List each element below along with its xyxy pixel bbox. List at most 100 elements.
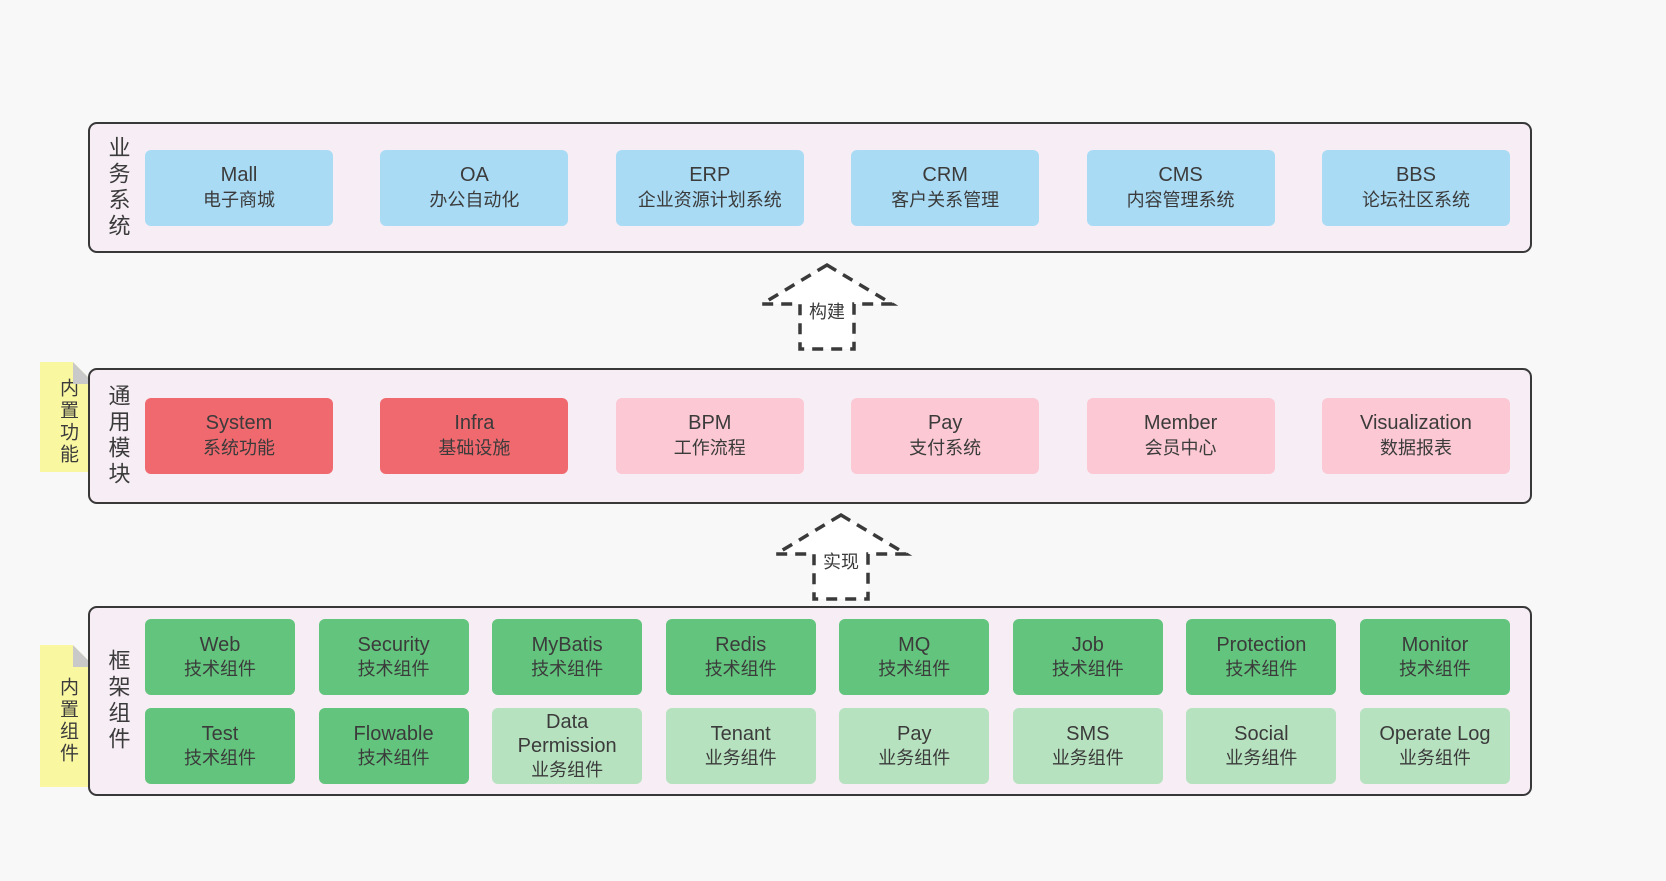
module-description-label: 基础设施 — [438, 438, 511, 458]
module-name-label: System — [205, 412, 273, 434]
module-name-label: Redis — [715, 633, 767, 656]
module-description-label: 客户关系管理 — [891, 189, 1000, 210]
up-arrow-icon — [755, 262, 899, 351]
module-name-label: Visualization — [1359, 412, 1472, 434]
module-description-label: 企业资源计划系统 — [637, 189, 782, 210]
module-name-label: CRM — [922, 163, 968, 186]
module-name-label: Monitor — [1401, 633, 1469, 656]
module-description-label: 业务组件 — [1051, 747, 1124, 768]
module-box-erp: ERP 企业资源计划系统 — [615, 149, 804, 226]
module-box-crm: CRM 客户关系管理 — [851, 149, 1040, 226]
layer-common-modules-label: 通用模块 — [105, 384, 131, 488]
module-description-label: 技术组件 — [531, 658, 604, 679]
layer-common-modules: 通用模块 System 系统功能 Infra 基础设施 BPM 工作流程 Pay 支付系统 Me… — [88, 368, 1532, 504]
module-name-label: Infra — [454, 412, 495, 434]
module-name-label: Member — [1143, 412, 1218, 434]
module-description-label: 技术组件 — [704, 658, 777, 679]
module-description-label: 技术组件 — [357, 658, 430, 679]
up-arrow-icon — [769, 512, 913, 601]
module-name-label: Pay — [927, 412, 963, 434]
module-description-label: 电子商城 — [203, 189, 275, 210]
module-description-label: 系统功能 — [203, 438, 275, 458]
module-name-label: Operate Log — [1379, 722, 1491, 745]
module-name-label: BBS — [1395, 163, 1436, 186]
module-box-cms: CMS 内容管理系统 — [1086, 149, 1275, 226]
module-description-label: 业务组件 — [531, 759, 604, 780]
module-description-label: 技术组件 — [1051, 658, 1124, 679]
module-name-label: Security — [357, 633, 430, 656]
sticky-tag-built-in-features: 内置功能 — [40, 362, 95, 472]
module-description-label: 业务组件 — [1225, 747, 1298, 768]
sticky-tag-label: 内置组件 — [57, 677, 78, 765]
module-name-label: ERP — [689, 163, 731, 186]
module-name-label: Data Permission — [517, 710, 617, 757]
module-box-system: System 系统功能 — [145, 398, 333, 474]
module-description-label: 技术组件 — [1225, 658, 1298, 679]
module-description-label: 业务组件 — [1398, 747, 1471, 768]
arrow-build: 构建 — [752, 261, 902, 353]
module-box-pay: Pay 支付系统 — [851, 398, 1040, 474]
module-description-label: 技术组件 — [878, 658, 951, 679]
module-name-label: SMS — [1066, 722, 1110, 745]
module-description-label: 业务组件 — [704, 747, 777, 768]
module-box-oa: OA 办公自动化 — [380, 149, 569, 226]
module-name-label: OA — [459, 163, 489, 186]
module-description-label: 支付系统 — [909, 438, 982, 458]
module-description-label: 业务组件 — [878, 747, 951, 768]
layer-framework-components-label: 框架组件 — [105, 649, 131, 753]
sticky-tag-label: 内置功能 — [57, 378, 78, 466]
layer-business-systems-label: 业务系统 — [105, 135, 131, 240]
module-name-label: Tenant — [710, 722, 771, 745]
module-name-label: Protection — [1216, 633, 1307, 656]
module-description-label: 工作流程 — [673, 438, 746, 458]
module-name-label: CMS — [1158, 163, 1203, 186]
module-box-bpm: BPM 工作流程 — [615, 398, 804, 474]
module-name-label: Job — [1071, 633, 1104, 656]
module-name-label: Social — [1234, 722, 1289, 745]
arrow-implement: 实现 — [766, 511, 916, 603]
module-box-member: Member 会员中心 — [1086, 398, 1275, 474]
module-box-infra: Infra 基础设施 — [380, 398, 569, 474]
module-description-label: 技术组件 — [357, 747, 430, 768]
module-description-label: 技术组件 — [184, 658, 256, 679]
module-box-bbs: BBS 论坛社区系统 — [1321, 149, 1510, 226]
module-description-label: 论坛社区系统 — [1361, 189, 1470, 210]
module-description-label: 数据报表 — [1379, 438, 1452, 458]
module-description-label: 办公自动化 — [429, 189, 520, 210]
module-name-label: MQ — [898, 633, 931, 656]
module-name-label: Pay — [897, 722, 932, 745]
module-description-label: 技术组件 — [1398, 658, 1471, 679]
module-name-label: Flowable — [353, 722, 434, 745]
sticky-tag-built-in-components: 内置组件 — [40, 645, 95, 787]
module-description-label: 技术组件 — [184, 747, 256, 768]
module-name-label: MyBatis — [531, 633, 603, 656]
module-description-label: 会员中心 — [1144, 438, 1217, 458]
module-name-label: BPM — [688, 412, 732, 434]
module-box-visualization: Visualization 数据报表 — [1321, 398, 1510, 474]
common-modules-row: System 系统功能 Infra 基础设施 BPM 工作流程 Pay 支付系统 Member 会… — [145, 398, 1510, 474]
module-name-label: Test — [201, 722, 239, 745]
module-description-label: 内容管理系统 — [1126, 189, 1235, 210]
module-name-label: Web — [199, 633, 241, 656]
arrow-implement-label: 实现 — [823, 552, 859, 572]
